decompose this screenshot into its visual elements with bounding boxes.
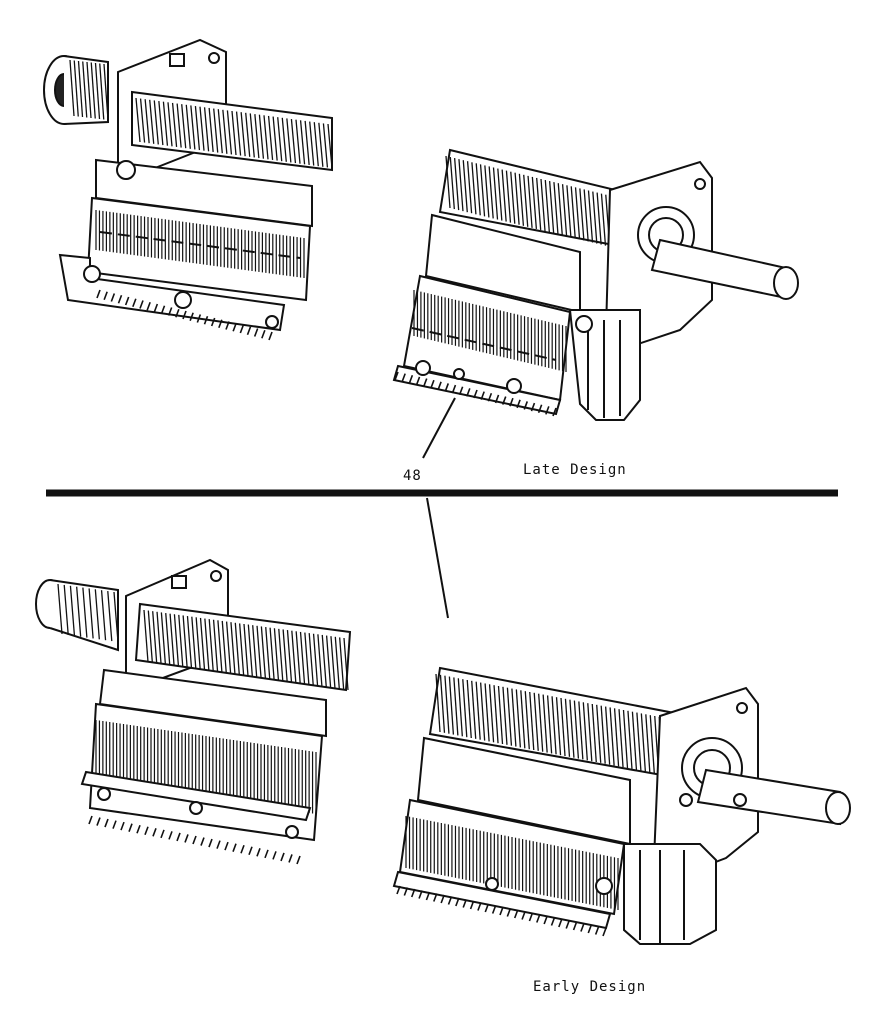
early-design-right-view xyxy=(392,666,851,945)
housing-top xyxy=(98,668,327,738)
knurl-ridges xyxy=(57,583,119,643)
fin-drum xyxy=(134,602,352,692)
late-design-left-view xyxy=(43,38,333,341)
shaft-collar xyxy=(49,579,119,652)
base-rail xyxy=(80,770,312,822)
late-design-right-view xyxy=(392,148,799,421)
late-design-caption: Late Design xyxy=(523,462,627,478)
fin-plates xyxy=(135,97,333,169)
early-design-left-view xyxy=(35,558,352,865)
base-rail xyxy=(58,253,286,332)
fin-plates xyxy=(143,609,349,691)
terminal-pins xyxy=(96,289,273,341)
terminal-pins xyxy=(396,885,607,937)
knurl-ridges xyxy=(69,59,109,121)
callout-leader-bottom xyxy=(426,497,449,619)
callout-number: 48 xyxy=(403,468,422,484)
early-design-caption: Early Design xyxy=(533,979,647,995)
contact-teeth xyxy=(95,720,317,814)
callout-leader-top xyxy=(422,397,456,459)
terminal-pins xyxy=(88,815,301,865)
terminal-pins xyxy=(394,371,557,417)
side-bracket xyxy=(623,843,717,945)
housing-top xyxy=(95,158,313,228)
housing-face xyxy=(86,196,312,302)
